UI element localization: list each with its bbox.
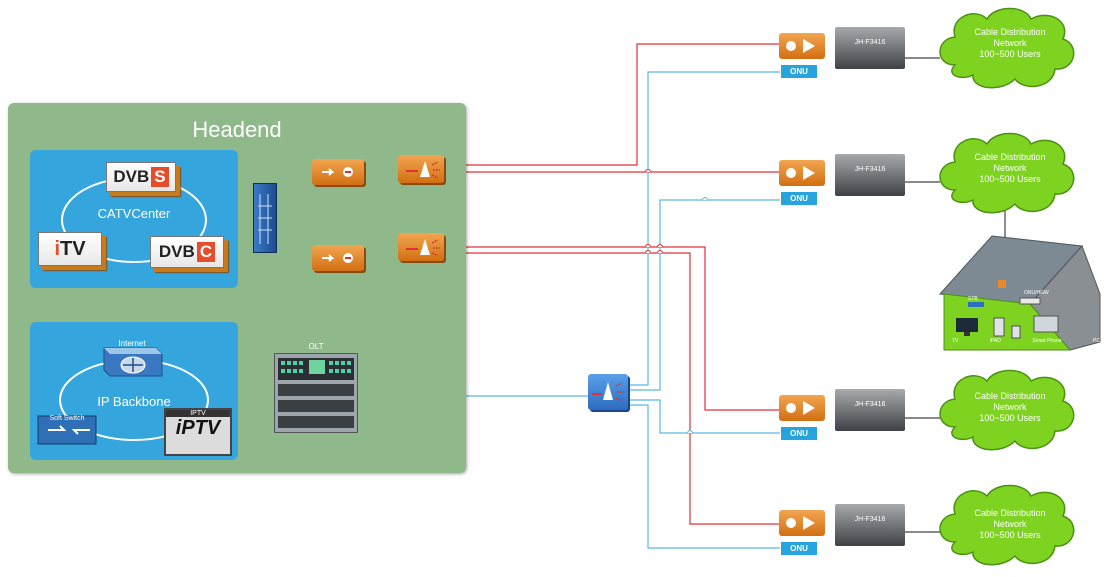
cloud-text: Cable Distribution Network 100~500 Users	[955, 391, 1065, 424]
dvbc-letter: C	[196, 242, 216, 262]
dvbs-letter: S	[151, 167, 169, 187]
cloud-shape	[939, 132, 1075, 214]
pon-splitter	[588, 374, 628, 410]
router-label: ONU/HGW	[1024, 290, 1049, 296]
pon-line-3	[625, 399, 780, 434]
cloud-line-1: Cable Distribution	[974, 152, 1046, 162]
ip-backbone-label: IP Backbone	[97, 394, 171, 409]
optical-receiver-icon	[779, 160, 825, 186]
cloud-text: Cable Distribution Network 100~500 Users	[955, 27, 1065, 60]
itv-tv: TV	[60, 237, 86, 260]
amplifier: JH-F3416	[835, 154, 905, 196]
pon-line-1	[625, 71, 780, 386]
cloud-line-1: Cable Distribution	[974, 27, 1046, 37]
optical-transmitter-2	[398, 233, 444, 261]
olt-label: OLT	[308, 342, 324, 351]
cloud-shape	[939, 7, 1075, 89]
device-phone-label: Smart Phone	[1032, 338, 1062, 344]
pon-line-4	[625, 404, 780, 549]
cloud-line-1: Cable Distribution	[974, 508, 1046, 518]
cloud-line-3: 100~500 Users	[979, 49, 1041, 59]
cloud-line-2: Network	[993, 402, 1027, 412]
optical-transmitter-1	[398, 155, 444, 183]
amplifier: JH-F3416	[835, 27, 905, 69]
cloud-line-1: Cable Distribution	[974, 391, 1046, 401]
cloud-line-3: 100~500 Users	[979, 174, 1041, 184]
iptv-server: IPTV iPTV	[164, 408, 232, 456]
cloud-line-2: Network	[993, 38, 1027, 48]
cloud-text: Cable Distribution Network 100~500 Users	[955, 152, 1065, 185]
iptv-small-label: IPTV	[166, 410, 230, 417]
dvbs-text: DVB	[113, 167, 150, 186]
amplifier: JH-F3416	[835, 389, 905, 431]
device-pc-label: PC	[1093, 338, 1100, 344]
cloud-text: Cable Distribution Network 100~500 Users	[955, 508, 1065, 541]
rf-line-3	[445, 246, 780, 411]
cloud-line-3: 100~500 Users	[979, 413, 1041, 423]
amplifier-model: JH-F3416	[854, 516, 886, 523]
cloud-line-2: Network	[993, 519, 1027, 529]
device-ipad-label: iPAD	[989, 338, 1001, 344]
stb-label: STB	[968, 296, 978, 302]
house-drawing	[938, 235, 1101, 351]
amplifier-model: JH-F3416	[854, 401, 886, 408]
optical-receiver-icon	[779, 33, 825, 59]
onu-label: ONU	[781, 192, 817, 205]
modulator-2	[312, 245, 364, 271]
olt-chassis: OLT	[274, 342, 358, 433]
rf-line-1	[445, 43, 780, 166]
onu-label: ONU	[781, 542, 817, 555]
home-network: TV iPAD Smart Phone PC ONU/HGW STB	[930, 232, 1102, 354]
rf-line-4	[445, 252, 780, 525]
device-labels: TV iPAD Smart Phone PC	[952, 338, 1100, 344]
amplifier: JH-F3416	[835, 504, 905, 546]
soft-switch: Soft Switch	[36, 410, 102, 448]
rf-switch	[253, 183, 277, 253]
cloud-line-2: Network	[993, 163, 1027, 173]
device-tv-label: TV	[952, 338, 959, 344]
dvbc-text: DVB	[158, 242, 195, 261]
iptv-logo: iPTV	[175, 417, 221, 439]
amplifier-model: JH-F3416	[854, 166, 886, 173]
itv-i: i	[54, 237, 60, 260]
onu-label: ONU	[781, 65, 817, 78]
soft-switch-label: Soft Switch	[49, 415, 85, 422]
optical-receiver-icon	[779, 395, 825, 421]
optical-receiver-icon	[779, 510, 825, 536]
internet-router: Internet	[100, 339, 164, 380]
internet-label: Internet	[118, 339, 146, 348]
pon-line-2	[625, 199, 780, 391]
catv-center-label: CATVCenter	[97, 206, 171, 221]
amplifier-model: JH-F3416	[854, 39, 886, 46]
modulator-1	[312, 159, 364, 185]
cloud-shape	[939, 369, 1075, 451]
cloud-line-3: 100~500 Users	[979, 530, 1041, 540]
onu-label: ONU	[781, 427, 817, 440]
cloud-shape	[939, 484, 1075, 566]
ip-backbone-panel: Internet IP Backbone Soft Switch IPTV iP…	[30, 322, 238, 460]
headend-title: Headend	[192, 117, 282, 142]
